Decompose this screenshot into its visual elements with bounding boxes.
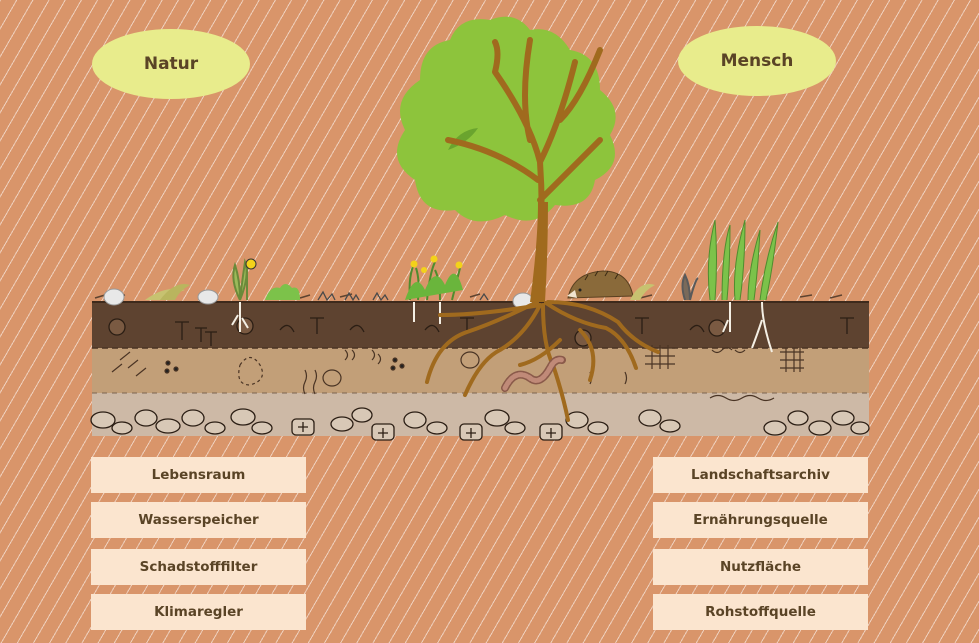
mensch-item-landschaftsarchiv: Landschaftsarchiv <box>653 457 868 493</box>
mensch-item-ernaehrungsquelle: Ernährungsquelle <box>653 502 868 538</box>
mensch-heading: Mensch <box>678 26 836 96</box>
hedgehog-icon <box>567 270 634 299</box>
natur-item-klimaregler: Klimaregler <box>91 594 306 630</box>
natur-heading: Natur <box>92 29 250 99</box>
surface-stones <box>103 288 534 310</box>
natur-item-schadstofffilter: Schadstofffilter <box>91 549 306 585</box>
tree-crown <box>397 16 616 222</box>
tree-trunk <box>445 37 603 305</box>
mensch-item-rohstoffquelle: Rohstoffquelle <box>653 594 868 630</box>
flowers-icon <box>372 255 489 324</box>
natur-item-wasserspeicher: Wasserspeicher <box>91 502 306 538</box>
subsoil-symbols <box>111 345 804 402</box>
tree-icon <box>397 16 660 422</box>
left-vegetation <box>145 258 360 332</box>
topsoil-layer <box>92 302 869 348</box>
earthworm-icon <box>501 355 566 392</box>
natur-item-lebensraum: Lebensraum <box>91 457 306 493</box>
mensch-item-nutzflaeche: Nutzfläche <box>653 549 868 585</box>
bedrock-stones <box>90 407 870 441</box>
grass-icon <box>630 219 779 353</box>
dandelion-icon <box>231 258 257 332</box>
